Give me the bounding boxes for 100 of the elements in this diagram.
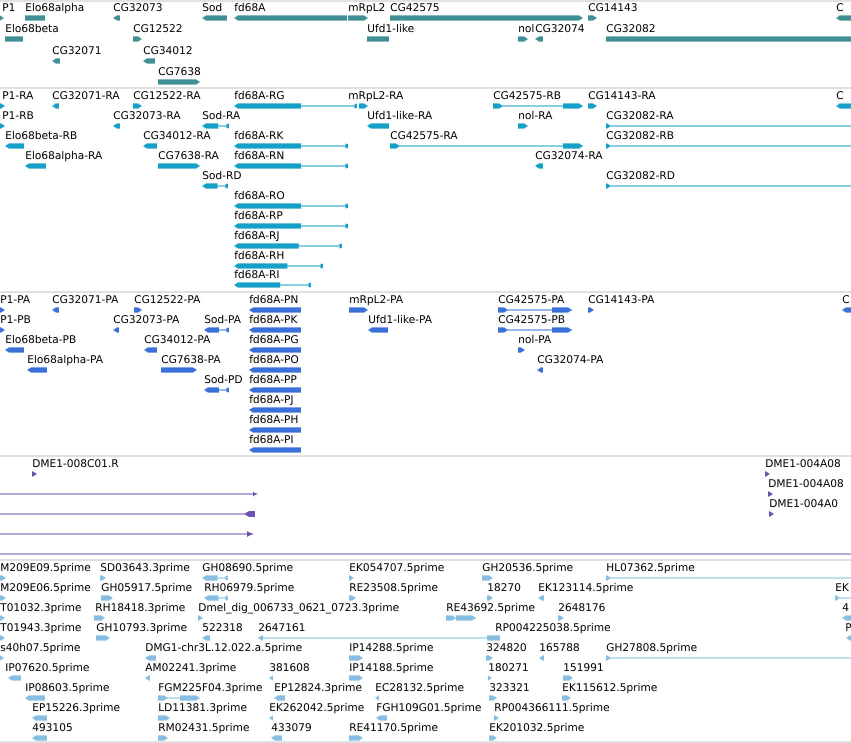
gene-label: CG32082-RA [606,111,674,120]
gene-label: CG42575-RB [494,91,560,100]
gene-label: CG32074-PA [538,355,604,364]
gene-label: 2647161 [259,623,304,632]
gene-label: C [836,3,844,12]
gene-label: CG7638-RA [158,151,219,160]
gene-label: GH20536.5prime [482,562,573,574]
gene-label: fd68A-PO [249,354,298,364]
gene-label: RP004225038.5prime [496,622,610,634]
gene-label: P1-RA [3,91,34,99]
gene-label: fd68A [234,2,266,12]
gene-label: IP14188.5prime [350,662,433,674]
gene-label: CG32082 [606,24,654,32]
gene-label: FGM225F04.3prime [159,682,262,694]
gene-label: fd68A-PI [249,434,292,444]
gene-label: CG42575-PA [498,295,564,304]
gene-label: 381608 [270,663,309,672]
gene-label: CG42575-RA [390,131,458,140]
gene-label: fd68A-RK [234,130,284,140]
gene-label: IP14288.5prime [350,642,433,654]
gene-label: Ufd1-like-RA [368,110,432,120]
gene-label: EK123114.5prime [539,582,633,594]
gene-label: EK201032.5prime [490,722,584,734]
gene-label: IP08603.5prime [26,682,109,694]
gene-label: nol-RA [519,110,552,120]
gene-label: Elo68alpha-RA [26,150,102,162]
gene-label: C [842,295,850,304]
gene-label: T01943.3prime [0,622,81,634]
gene-label: CG12522-PA [134,295,200,304]
gene-label: EP12824.3prime [275,682,362,694]
gene-label: CG34012-RA [144,131,210,140]
gene-label: EC28132.5prime [376,682,464,694]
gene-label: 493105 [32,723,72,732]
gene-label: CG7638-PA [162,355,220,364]
gene-label: 18270 [488,583,520,592]
gene-label: Elo68alpha [26,2,84,14]
gene-label: RE41170.5prime [350,722,438,734]
gene-label: CG32074 [536,24,584,32]
gene-label: 323321 [490,683,529,692]
gene-label: SD03643.3prime [100,562,190,574]
gene-label: GH08690.5prime [202,562,293,574]
gene-label: T01032.3prime [0,602,81,614]
gene-label: 433079 [272,723,311,732]
gene-label: RP004366111.5prime [495,702,610,714]
gene-label: CG34012-PA [144,335,210,344]
gene-label: CG32073-RA [114,111,180,120]
gene-label: CG34012 [144,46,192,54]
gene-label: nol-PA [519,334,552,344]
gene-label: P [846,623,851,631]
gene-label: IP07620.5prime [6,662,89,674]
gene-label: CG14143-RA [588,91,656,100]
gene-label: mRpL2-RA [349,91,404,102]
gene-label: CG32073 [114,3,162,12]
gene-label: CG7638 [158,67,200,76]
gene-label: P1-PB [1,315,30,323]
gene-label: fd68A-RI [234,270,278,278]
gene-label: 4 [842,603,848,611]
gene-label: fd68A-PN [249,294,298,304]
gene-label: fd68A-RG [234,90,284,100]
gene-label: EK115612.5prime [563,682,657,694]
gene-label: DMG1-chr3L.12.022.a.5prime [146,642,302,654]
gene-label: P1-RB [3,111,34,119]
gene-label: Ufd1-like-PA [369,314,432,324]
gene-label: fd68A-RP [234,210,282,220]
gene-label: fd68A-RN [234,150,284,160]
gene-label: CG32082-RD [606,171,674,180]
gene-label: RE43692.5prime [447,602,534,614]
gene-label: RE23508.5prime [350,582,438,594]
gene-label: fd68A-RO [234,190,284,200]
gene-label: Sod-PA [204,314,241,324]
gene-label: CG12522 [134,24,182,32]
gene-label: DME1-004A08 [769,479,844,488]
gene-label: Elo68beta-PB [6,334,76,344]
gene-label: CG14143 [588,3,637,12]
gene-label: Elo68alpha-PA [28,354,103,366]
gene-label: mRpL2 [349,3,384,14]
gene-label: DME1-008C01.R [33,459,118,468]
gene-label: CG12522-RA [134,91,200,100]
gene-label: Ufd1-like [368,24,414,32]
gene-label: M209E06.5prime [1,582,90,594]
gene-label: fd68A-PP [249,374,296,384]
gene-label: mRpL2-PA [350,295,403,306]
gene-label: GH05917.5prime [102,582,192,594]
gene-label: CG32071-PA [52,295,118,304]
gene-label: 151991 [564,663,603,672]
gene-label: Dmel_dig_006733_0621_0723.3prime [199,602,399,614]
gene-label: P1-PA [1,295,30,303]
gene-label: FGH109G01.5prime [377,702,481,714]
gene-label: GH10793.3prime [96,622,187,634]
gene-label: EK054707.5prime [350,562,444,574]
gene-label: CG42575-PB [498,315,564,324]
gene-label: fd68A-PJ [249,394,292,406]
gene-label: s40h07.5prime [0,642,80,654]
gene-label: 522318 [203,623,242,632]
gene-label: GH27808.5prime [606,642,697,654]
gene-label: LD11381.3prime [159,702,246,714]
gene-label: fd68A-PH [249,414,298,424]
gene-label: CG14143-PA [588,295,654,304]
gene-label: Sod [202,2,222,12]
gene-label: nol [519,24,534,32]
